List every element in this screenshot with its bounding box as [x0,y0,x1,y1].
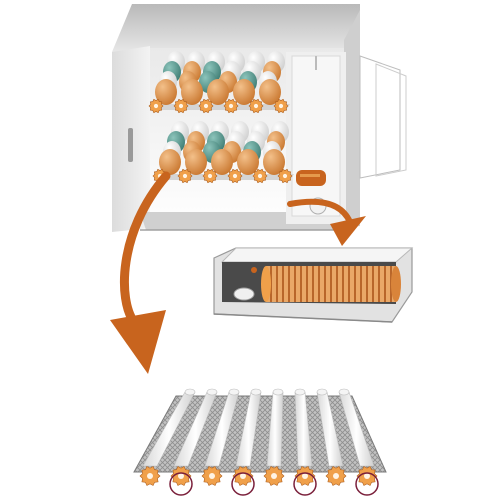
roller-gear [356,466,378,486]
roller-gear [263,466,285,486]
roller-tube [263,388,285,486]
right-side-wall [344,10,360,228]
gear-highlight-ring [169,472,193,496]
roller-gear [202,168,218,184]
side-fan-housing [359,55,401,179]
roller-gear [232,466,254,486]
roller-gear [248,98,264,114]
water-tray-sensor [233,287,255,301]
roller-tube [316,388,347,486]
egg [233,79,255,105]
roller-gear [294,466,316,486]
incubator-lid [112,4,360,52]
roller-gear [223,98,239,114]
roller-gear [252,168,268,184]
egg-roller-grid [133,388,387,496]
roller-gear [277,168,293,184]
roller-tube [232,388,262,486]
roller-tube [338,388,378,486]
incubator-cabinet [112,4,407,232]
roller-gear [170,466,192,486]
roller-gear [325,466,347,486]
roller-tube [139,388,196,486]
roller-gear [173,98,189,114]
roller-gear [148,98,164,114]
arrow-to-roller-grid [110,171,171,374]
upper-egg-tray [148,51,290,114]
gear-highlight-ring [355,472,379,496]
roller-gear [198,98,214,114]
slide-out-water-tray [213,247,414,323]
gear-highlight-ring [293,472,317,496]
roller-gear [201,466,223,486]
roller-gear [177,168,193,184]
egg [159,149,181,175]
heating-coil [266,266,396,302]
lower-egg-tray [152,121,294,184]
roller-tube [201,388,240,486]
gear-highlight-ring [231,472,255,496]
egg [211,149,233,175]
egg [181,79,203,105]
door-handle [128,128,133,162]
roller-gear [273,98,289,114]
egg [263,149,285,175]
egg [207,79,229,105]
roller-gear [227,168,243,184]
arrow-to-water-tray [287,198,366,246]
roller-tube [294,388,316,486]
egg [237,149,259,175]
egg [155,79,177,105]
egg [259,79,281,105]
roller-tube [170,388,218,486]
egg [185,149,207,175]
roller-gear [139,466,161,486]
